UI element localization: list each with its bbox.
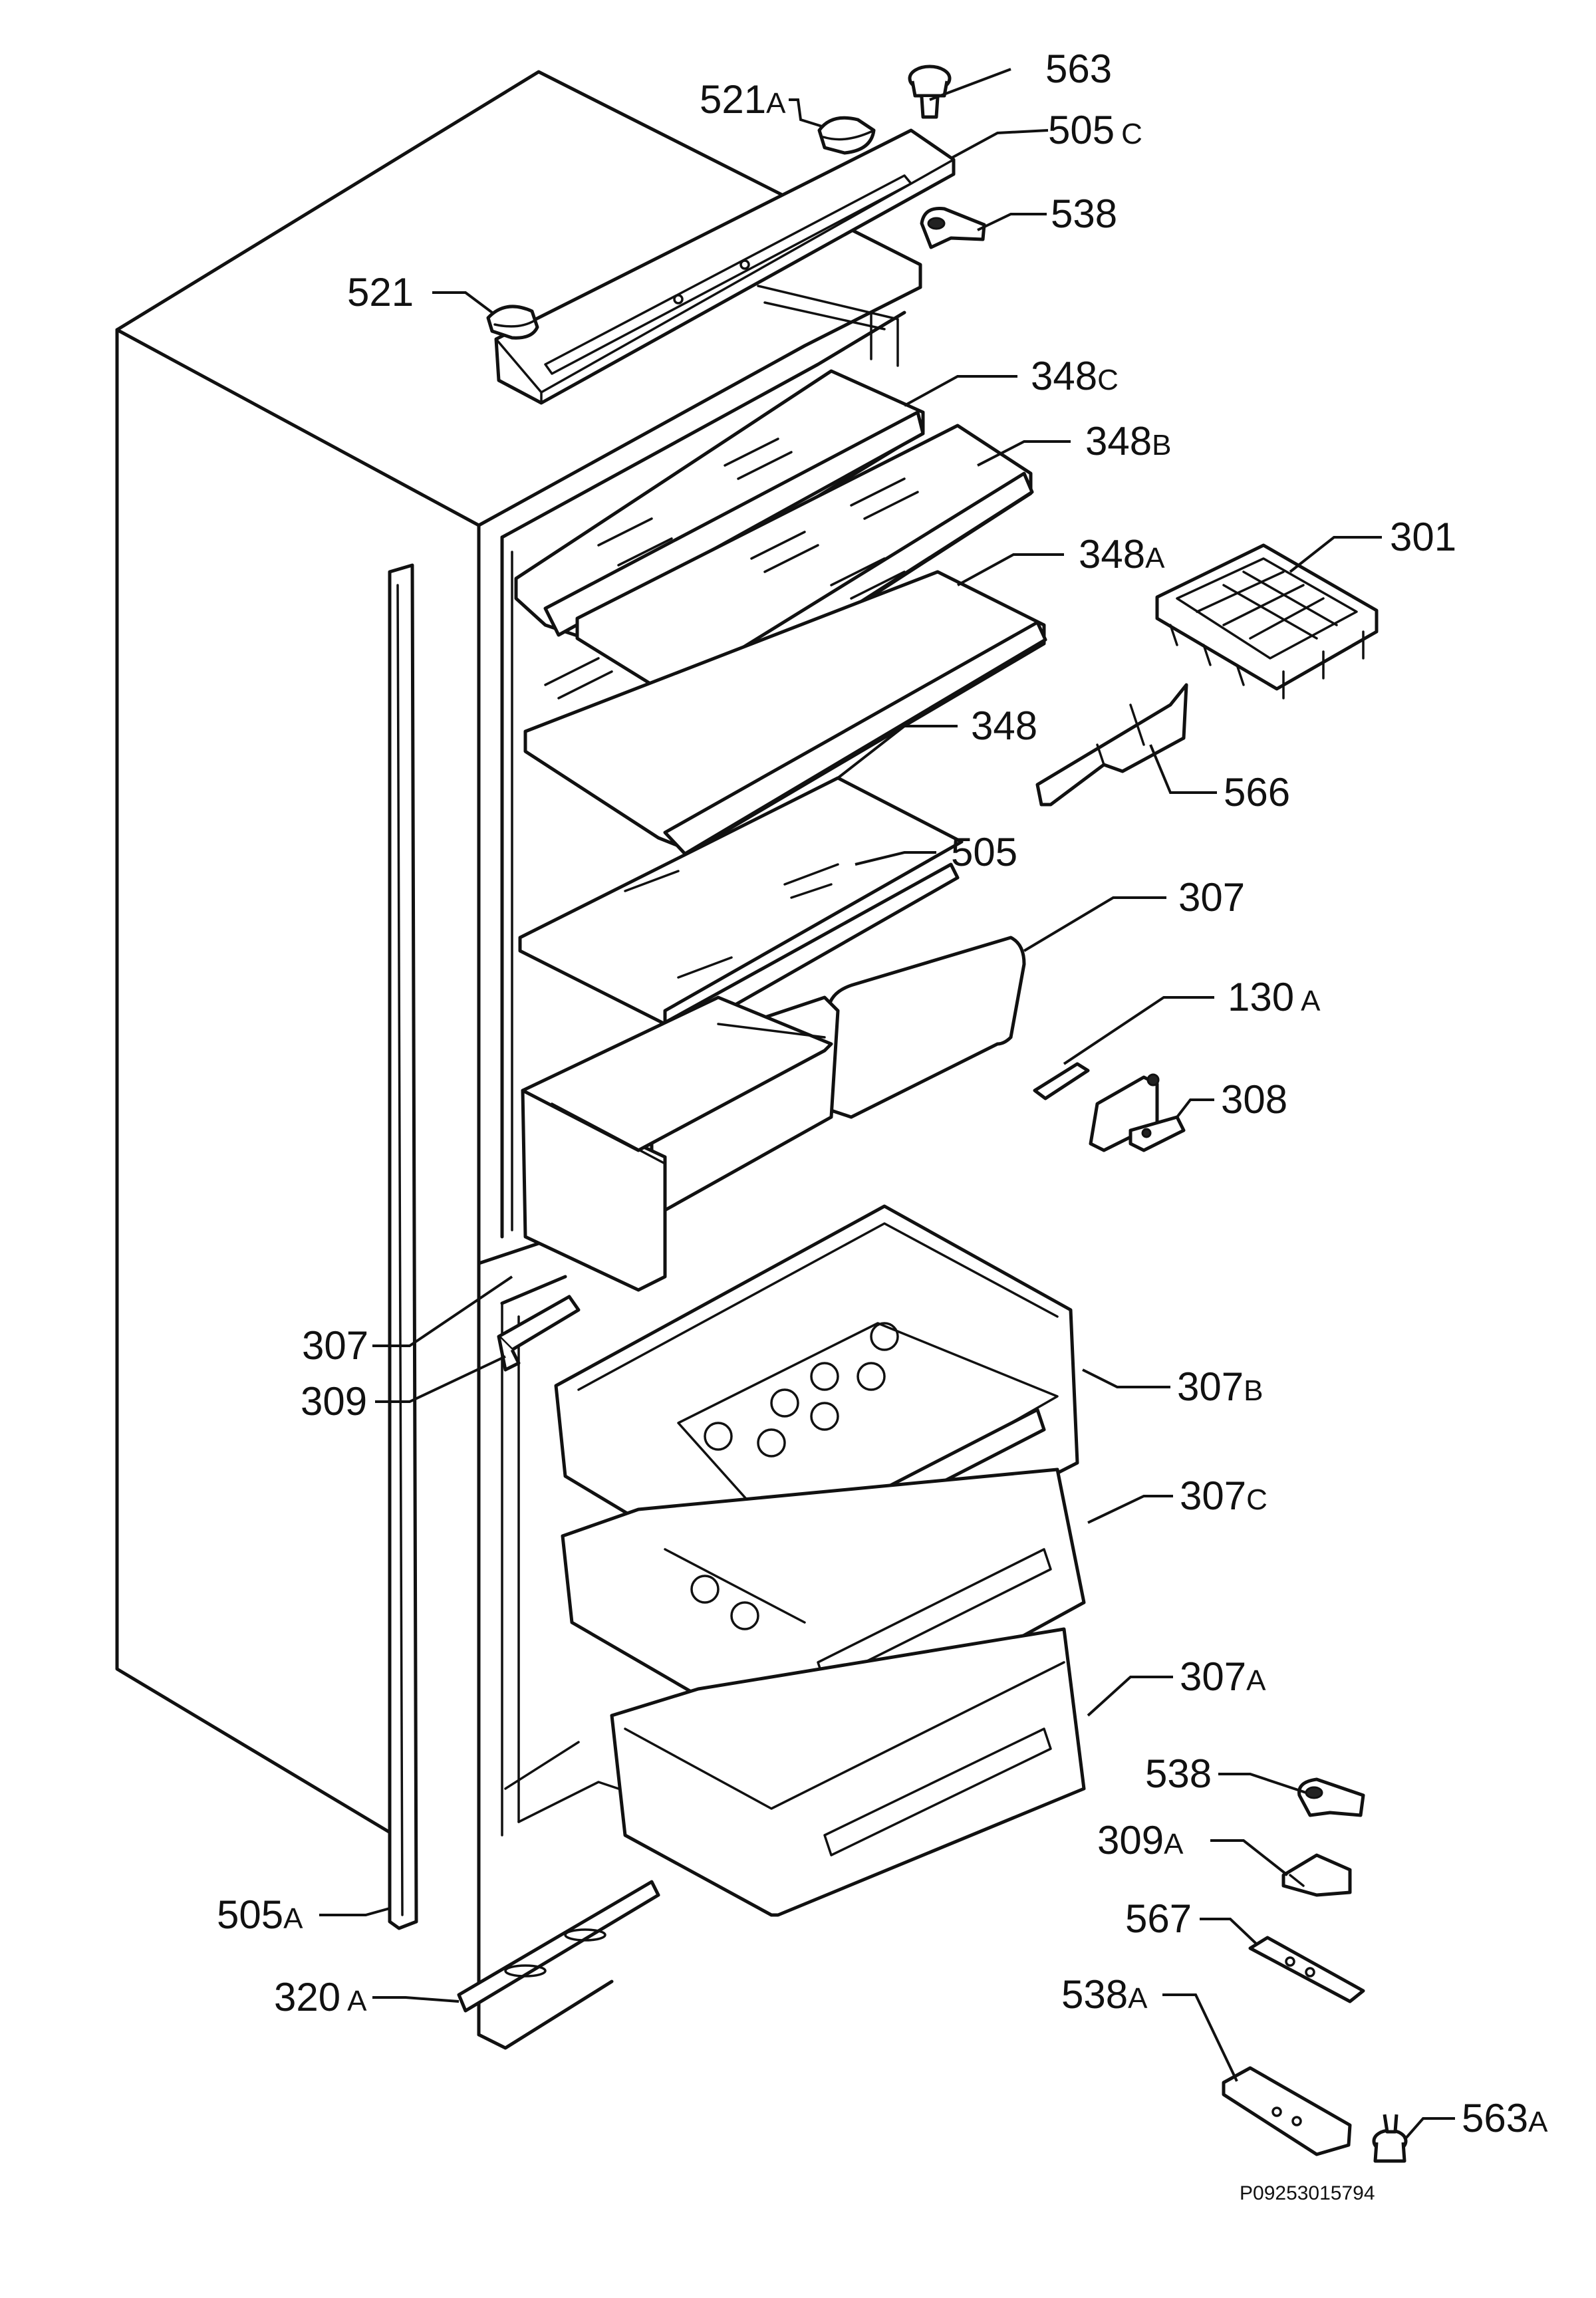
label-538A: 538A — [1061, 1972, 1148, 2017]
label-307C: 307C — [1180, 1473, 1267, 1518]
label-309A: 309A — [1097, 1818, 1184, 1862]
cabinet-body — [115, 70, 922, 2050]
part-130A — [1033, 1062, 1090, 1100]
label-505: 505 — [951, 830, 1017, 874]
label-348: 348 — [971, 703, 1037, 748]
clip-309 — [497, 1295, 581, 1372]
label-538: 538 — [1051, 192, 1117, 236]
label-307-left: 307 — [302, 1323, 368, 1368]
door-seal-505A — [388, 563, 418, 1930]
plate-567 — [1248, 1936, 1365, 2003]
label-308: 308 — [1221, 1077, 1287, 1122]
label-307B: 307B — [1177, 1364, 1263, 1409]
label-307A: 307A — [1180, 1654, 1266, 1699]
label-307: 307 — [1178, 875, 1245, 920]
document-code: P09253015794 — [1240, 2182, 1375, 2204]
top-hinge-rail-505C — [494, 128, 956, 405]
label-566: 566 — [1224, 770, 1290, 815]
pin-563A — [1372, 2114, 1408, 2163]
label-348B: 348B — [1085, 419, 1171, 463]
bracket-538-bottom — [1297, 1777, 1365, 1817]
label-563A: 563A — [1462, 2096, 1548, 2140]
cap-521 — [486, 305, 539, 340]
label-348C: 348C — [1031, 354, 1119, 398]
label-521: 521 — [347, 270, 414, 315]
bracket-538-top — [920, 206, 986, 249]
label-505A: 505A — [217, 1892, 303, 1937]
ice-tray-301 — [1155, 543, 1379, 700]
shelf-348 — [518, 776, 964, 1045]
hinge-308 — [1089, 1073, 1186, 1152]
label-567: 567 — [1125, 1896, 1192, 1941]
bracket-538A — [1222, 2066, 1352, 2156]
label-521A: 521A — [700, 77, 786, 122]
drawer-307A — [610, 1627, 1086, 1917]
drawer-307-upper — [521, 936, 1026, 1292]
scoop-566 — [1035, 683, 1188, 807]
rail-320A — [457, 1880, 660, 2013]
clip-309A — [1281, 1853, 1352, 1897]
leader-lines — [319, 68, 1455, 2141]
label-348A: 348A — [1079, 532, 1165, 576]
label-301: 301 — [1390, 515, 1456, 559]
shelf-348C — [514, 369, 925, 640]
shelf-348A — [523, 557, 1047, 856]
label-563: 563 — [1045, 47, 1112, 91]
pin-563 — [908, 64, 952, 119]
cap-521A — [817, 116, 876, 155]
label-309: 309 — [301, 1379, 367, 1424]
label-538-bottom: 538 — [1145, 1751, 1212, 1796]
